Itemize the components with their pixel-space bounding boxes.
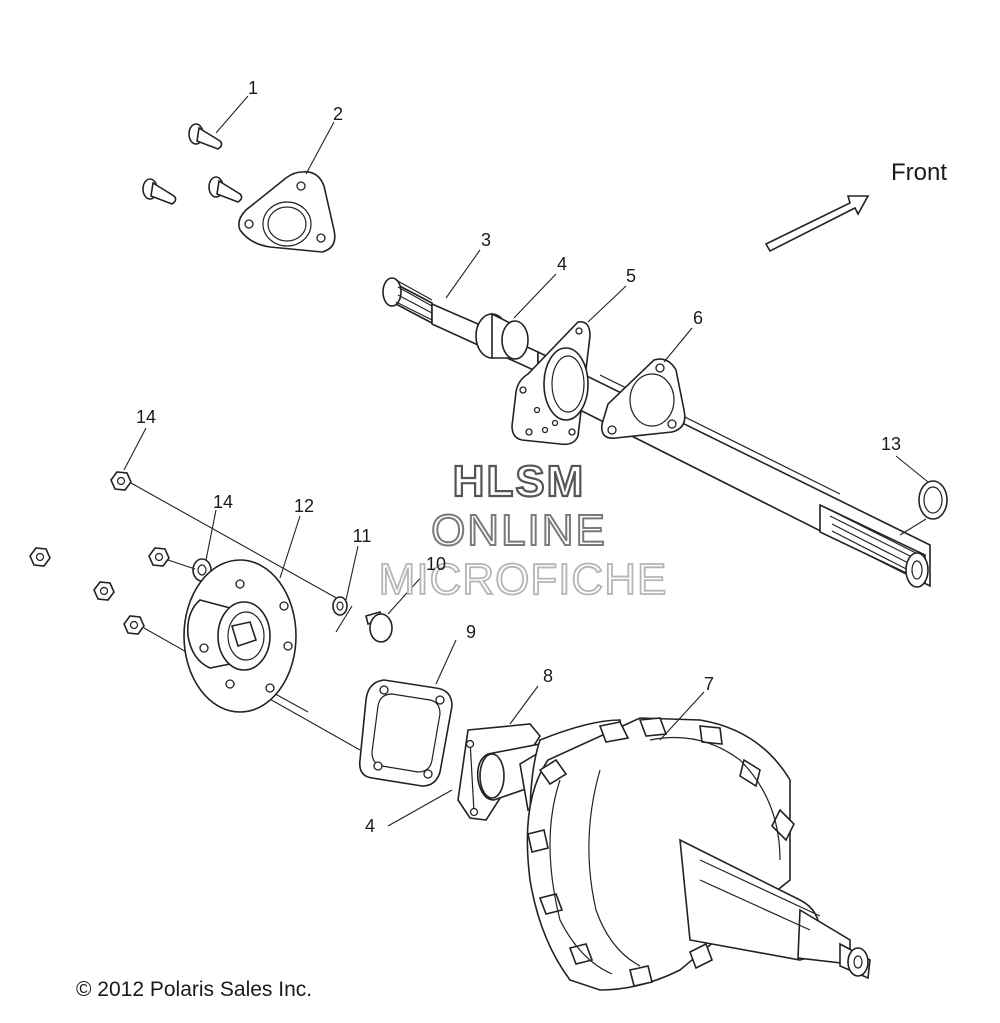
callout-1[interactable]: 1	[248, 78, 258, 98]
callout-2[interactable]: 2	[333, 104, 343, 124]
drive-hub-part-12[interactable]	[183, 559, 297, 713]
callout-4-bottom[interactable]: 4	[365, 816, 375, 836]
gasket-part-9[interactable]	[358, 679, 453, 787]
watermark-line-3: MICROFICHE	[379, 555, 668, 604]
seal-ring-part-13[interactable]	[918, 480, 948, 520]
callout-10[interactable]: 10	[426, 554, 446, 574]
front-direction-label: Front	[891, 159, 947, 186]
callout-13[interactable]: 13	[881, 434, 901, 454]
bolt-part-1[interactable]	[142, 123, 243, 205]
bearing-flange-part-2[interactable]	[238, 170, 336, 253]
bolt-part-10[interactable]	[365, 611, 393, 643]
callout-3[interactable]: 3	[481, 230, 491, 250]
callout-5[interactable]: 5	[626, 266, 636, 286]
callout-12[interactable]: 12	[294, 496, 314, 516]
callout-14-mid[interactable]: 14	[213, 492, 233, 512]
callout-7[interactable]: 7	[704, 674, 714, 694]
bearing-part-4-top[interactable]	[475, 312, 529, 360]
callout-leaders	[123, 95, 929, 827]
watermark-line-2: ONLINE	[431, 506, 607, 555]
callout-14-top[interactable]: 14	[136, 407, 156, 427]
washer-part-11[interactable]	[332, 596, 348, 616]
callout-9[interactable]: 9	[466, 622, 476, 642]
callout-11[interactable]: 11	[353, 526, 372, 546]
callout-4-top[interactable]: 4	[557, 254, 567, 274]
nut-part-14[interactable]	[29, 471, 170, 635]
bearing-flange-part-5[interactable]	[511, 320, 591, 446]
watermark-line-1: HLSM	[453, 457, 586, 506]
flange-gasket-part-6[interactable]	[600, 358, 686, 440]
drive-sprocket-assembly-part-7[interactable]	[519, 717, 871, 991]
front-direction-arrow-icon	[764, 195, 870, 253]
copyright-notice: © 2012 Polaris Sales Inc.	[76, 978, 312, 1001]
callout-6[interactable]: 6	[693, 308, 703, 328]
callout-8[interactable]: 8	[543, 666, 553, 686]
